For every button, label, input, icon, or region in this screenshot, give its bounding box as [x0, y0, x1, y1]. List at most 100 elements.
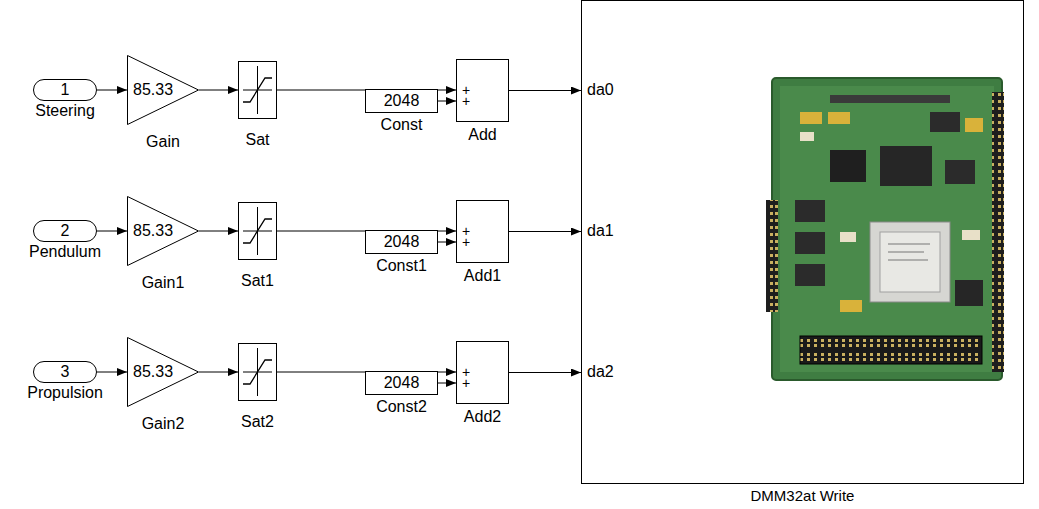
port-name: Propulsion: [27, 384, 103, 402]
port-number: 1: [61, 81, 70, 99]
sum-sign: +: [462, 378, 470, 389]
signal-line: [199, 372, 238, 373]
component: [800, 132, 814, 141]
chip-marking: [888, 252, 924, 253]
pin-header: [766, 200, 778, 312]
block-name: DMM32at Write: [751, 487, 855, 504]
block-name: Const: [381, 116, 423, 134]
main-chip-face: [880, 232, 940, 292]
port-number: 2: [61, 222, 70, 240]
chip: [830, 150, 866, 182]
gain-value: 85.33: [133, 363, 173, 381]
sum-sign: +: [462, 85, 470, 96]
constant-value: 2048: [384, 92, 420, 110]
gain-value: 85.33: [133, 81, 173, 99]
circuit-board-picture: [766, 78, 1004, 380]
signal-line: [438, 242, 456, 243]
port-name: Pendulum: [29, 243, 101, 261]
gain-block: 85.33Gain1: [127, 196, 199, 266]
signal-line: [199, 231, 238, 232]
signal-line: [97, 90, 127, 91]
gain-block: 85.33Gain: [127, 55, 199, 125]
sat-block: Sat2: [238, 343, 277, 401]
sum-sign: +: [462, 226, 470, 237]
add-block: ++Add1: [456, 200, 509, 263]
block-name: Const2: [376, 398, 427, 416]
gain-block: 85.33Gain2: [127, 337, 199, 407]
block-name: Gain1: [142, 274, 185, 292]
const-block: 2048Const1: [365, 230, 438, 254]
inport-block: 3Propulsion: [33, 361, 97, 383]
saturation-curve: [243, 219, 272, 243]
port-name: da0: [587, 81, 614, 99]
saturation-symbol: [243, 348, 272, 396]
chip: [795, 232, 825, 254]
pin-header: [992, 92, 1004, 372]
block-name: Add: [468, 126, 496, 144]
constant-value: 2048: [384, 233, 420, 251]
capacitor: [800, 112, 822, 124]
chip: [955, 280, 983, 306]
gain-value: 85.33: [133, 222, 173, 240]
gain-triangle-outline: [128, 197, 199, 266]
block-name: Sat2: [241, 413, 274, 431]
main-chip: [870, 222, 950, 302]
saturation-symbol: [243, 207, 272, 255]
signal-line: [438, 383, 456, 384]
saturation-curve: [243, 78, 272, 102]
add-block: ++Add2: [456, 341, 509, 404]
block-name: Gain: [146, 133, 180, 151]
inport-block: 1Steering: [33, 79, 97, 101]
port-name: da1: [587, 222, 614, 240]
chip: [930, 112, 960, 132]
capacitor: [965, 118, 983, 132]
saturation-curve: [243, 360, 272, 384]
block-name: Gain2: [142, 415, 185, 433]
saturation-symbol: [243, 66, 272, 114]
signal-line: [509, 372, 581, 373]
signal-line: [97, 372, 127, 373]
signal-line: [509, 90, 581, 91]
block-name: Add2: [464, 408, 501, 426]
chip-marking: [888, 260, 928, 261]
gain-triangle-outline: [128, 338, 199, 407]
pcb: [772, 78, 1002, 380]
component: [840, 232, 856, 242]
chip-marking: [888, 244, 930, 245]
block-name: Add1: [464, 267, 501, 285]
sum-sign: +: [462, 237, 470, 248]
signal-line: [199, 90, 238, 91]
sat-block: Sat: [238, 61, 277, 119]
signal-line: [438, 101, 456, 102]
block-name: Sat1: [241, 272, 274, 290]
gain-triangle-outline: [128, 56, 199, 125]
add-block: ++Add: [456, 59, 509, 122]
const-block: 2048Const: [365, 89, 438, 113]
constant-value: 2048: [384, 374, 420, 392]
chip: [880, 146, 932, 186]
port-name: Steering: [35, 102, 95, 120]
chip: [795, 264, 825, 286]
bottom-connector: [800, 336, 982, 364]
block-name: Const1: [376, 257, 427, 275]
sum-sign: +: [462, 96, 470, 107]
signal-line: [509, 231, 581, 232]
sat-block: Sat1: [238, 202, 277, 260]
const-block: 2048Const2: [365, 371, 438, 395]
capacitor: [828, 112, 850, 124]
component: [962, 230, 980, 240]
signal-line: [97, 231, 127, 232]
chip: [945, 160, 975, 184]
port-name: da2: [587, 363, 614, 381]
sum-sign: +: [462, 367, 470, 378]
capacitor: [840, 300, 862, 312]
connector-group: [97, 90, 581, 383]
block-name: Sat: [245, 131, 269, 149]
chip: [830, 95, 950, 103]
inport-block: 2Pendulum: [33, 220, 97, 242]
pcb-area: [780, 86, 994, 372]
port-number: 3: [61, 363, 70, 381]
chip: [795, 200, 825, 222]
dmm-block: da0da1da2DMM32at Write: [581, 0, 1024, 484]
